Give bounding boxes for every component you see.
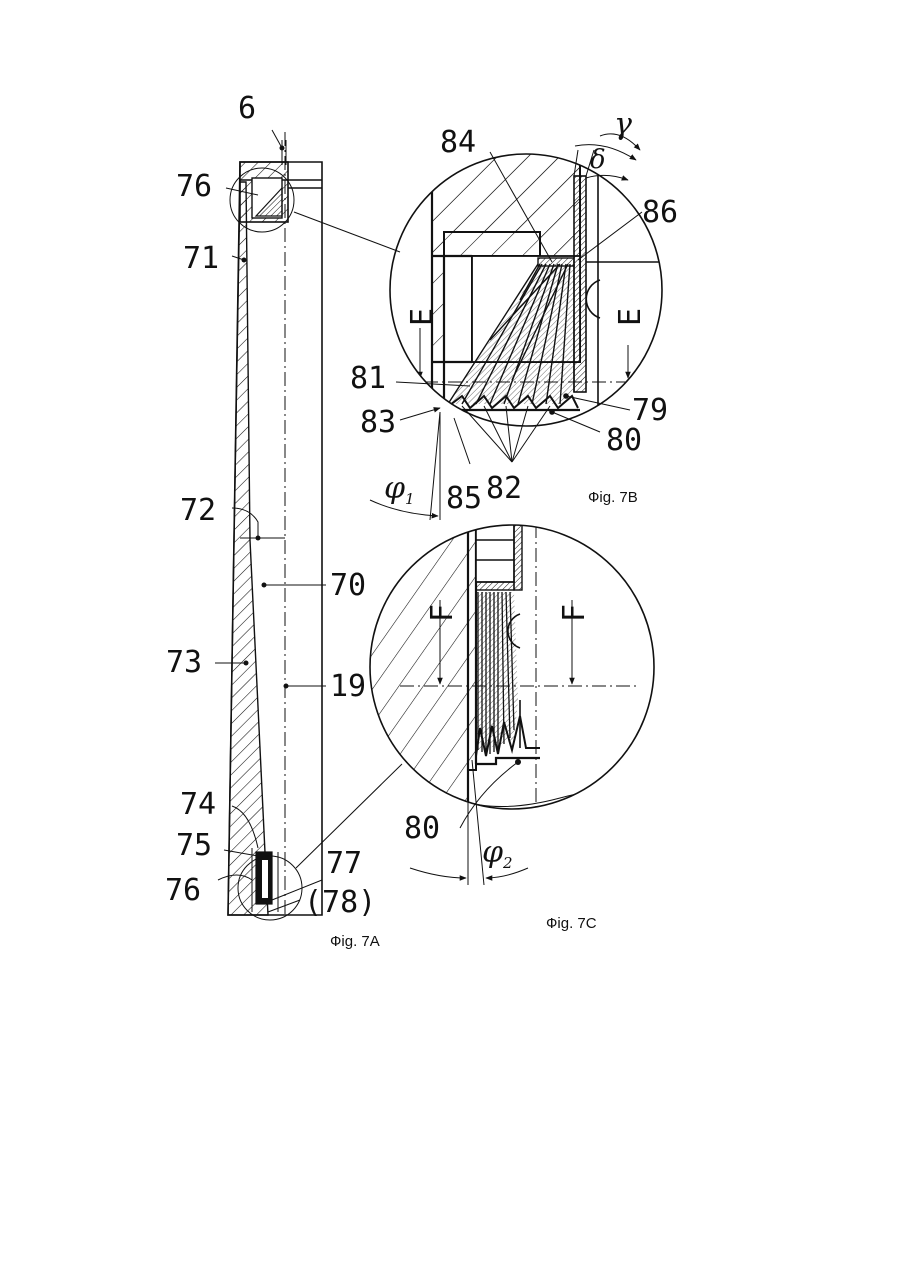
label-6: 6 xyxy=(238,91,256,126)
plate-7c xyxy=(476,582,514,590)
label-75: 75 xyxy=(176,828,212,863)
section-mark-e-left: E xyxy=(405,308,440,326)
label-83: 83 xyxy=(360,405,396,440)
figure-7b: γ δ 84 86 81 79 83 80 85 82 φ1 E E Фig. … xyxy=(350,107,678,520)
label-80-7c: 80 xyxy=(404,811,440,846)
label-85: 85 xyxy=(446,481,482,516)
figure-7c: 80 φ2 F F Фig. 7C xyxy=(360,500,654,932)
caption-7c: Фig. 7C xyxy=(546,915,597,932)
label-78: (78) xyxy=(304,885,376,920)
label-82: 82 xyxy=(486,471,522,506)
break-line xyxy=(370,788,650,806)
label-19: 19 xyxy=(330,669,366,704)
label-73: 73 xyxy=(166,645,202,680)
guide-strip xyxy=(574,176,586,392)
caption-7b: Фig. 7B xyxy=(588,489,638,506)
detail-leader-b xyxy=(294,212,400,252)
label-71: 71 xyxy=(183,241,219,276)
label-77: 77 xyxy=(326,846,362,881)
label-phi-2: φ2 xyxy=(482,835,513,872)
caption-7a: Фig. 7A xyxy=(330,933,380,950)
label-76-bottom: 76 xyxy=(165,873,201,908)
section-mark-e-right: E xyxy=(613,308,648,326)
label-81: 81 xyxy=(350,361,386,396)
leaders-82 xyxy=(462,406,550,462)
label-gamma: γ xyxy=(614,107,632,142)
label-74: 74 xyxy=(180,787,216,822)
label-80-7b: 80 xyxy=(606,423,642,458)
label-76-top: 76 xyxy=(176,169,212,204)
label-70: 70 xyxy=(330,568,366,603)
label-phi-1: φ1 xyxy=(384,471,415,508)
section-mark-f-right: F xyxy=(557,604,592,622)
body-section-7c xyxy=(360,500,476,830)
plate-84 xyxy=(538,258,574,266)
section-mark-f-left: F xyxy=(425,604,460,622)
label-84: 84 xyxy=(440,125,476,160)
label-86: 86 xyxy=(642,195,678,230)
figure-7a: 6 76 71 72 70 73 19 74 75 76 77 (78) Фig… xyxy=(165,91,402,950)
tapered-wall-section xyxy=(228,182,268,915)
label-delta: δ xyxy=(590,145,606,175)
label-72: 72 xyxy=(180,493,216,528)
